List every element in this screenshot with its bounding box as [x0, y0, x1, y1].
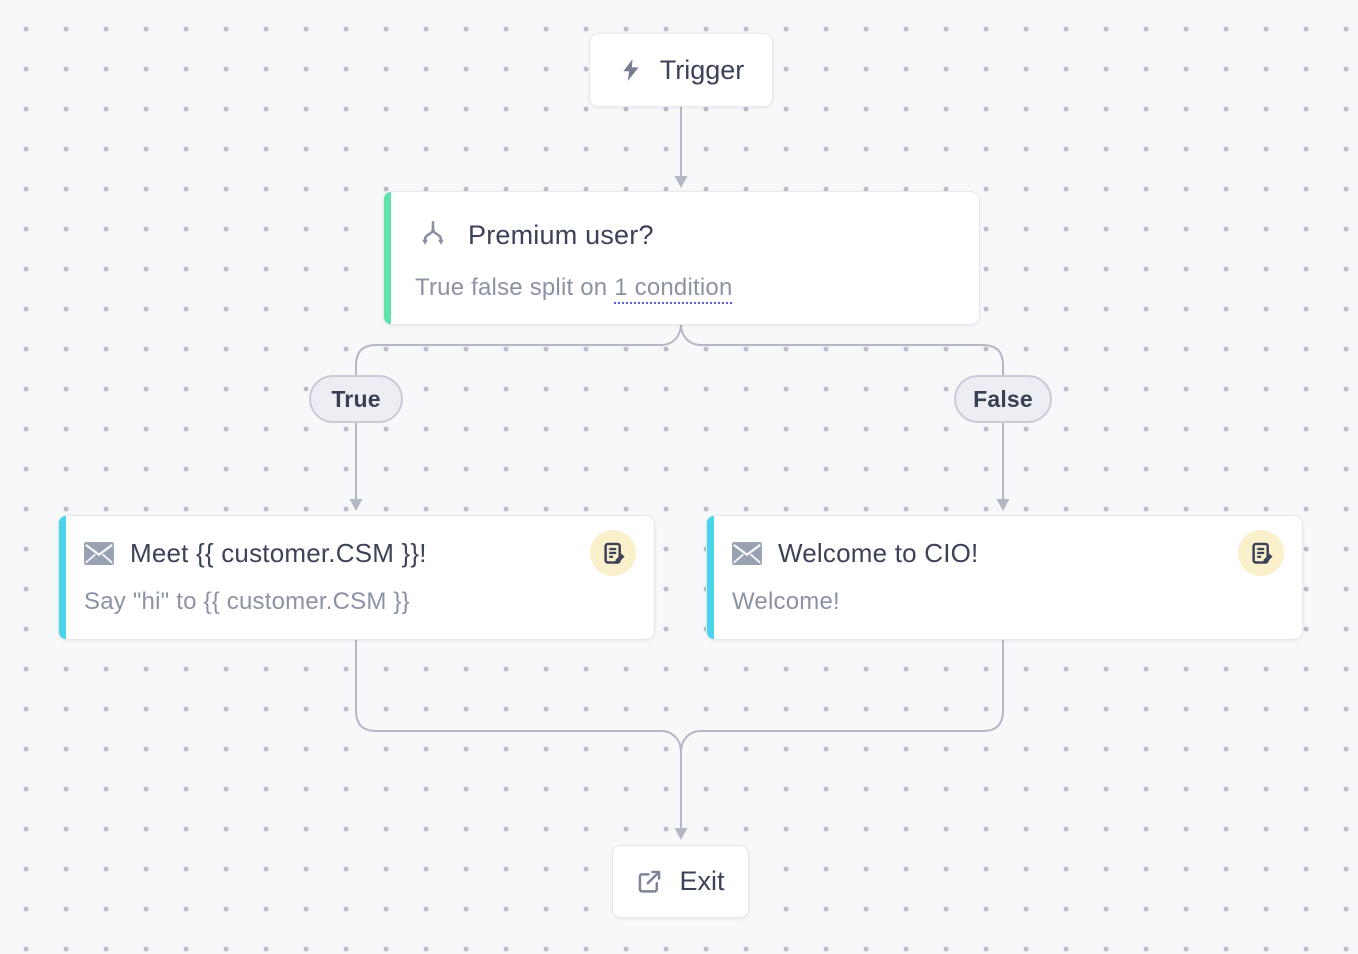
exit-node[interactable]: Exit — [612, 845, 749, 918]
connector-false-merge — [680, 640, 1004, 753]
branch-label-true: True — [309, 375, 403, 423]
email-node-true-branch[interactable]: Meet {{ customer.CSM }}! Say "hi" to {{ … — [58, 515, 655, 640]
email-subtitle: Say "hi" to {{ customer.CSM }} — [84, 588, 410, 615]
connector-split-true — [355, 323, 682, 376]
draft-note-icon — [600, 540, 627, 567]
split-description-prefix: True false split on — [415, 274, 615, 301]
branch-split-icon — [415, 217, 451, 253]
email-title: Meet {{ customer.CSM }}! — [130, 538, 427, 568]
arrowhead — [674, 828, 688, 840]
email-title: Welcome to CIO! — [778, 538, 979, 568]
draft-note-icon — [1248, 540, 1275, 567]
split-accent-bar — [384, 192, 391, 324]
split-node[interactable]: Premium user? True false split on 1 cond… — [383, 191, 980, 325]
exit-label: Exit — [679, 866, 725, 896]
email-node-false-branch[interactable]: Welcome to CIO! Welcome! — [706, 515, 1303, 640]
arrowhead — [996, 499, 1010, 511]
envelope-icon — [84, 542, 114, 565]
connector-split-false — [680, 323, 1004, 376]
connector-true-merge — [355, 640, 682, 753]
email-accent-bar — [59, 516, 66, 639]
split-node-description: True false split on 1 condition — [415, 274, 949, 302]
trigger-label: Trigger — [659, 54, 745, 85]
draft-status-badge[interactable] — [590, 530, 636, 576]
external-link-icon — [636, 868, 663, 895]
draft-status-badge[interactable] — [1238, 530, 1284, 576]
trigger-node[interactable]: Trigger — [589, 33, 773, 107]
lightning-icon — [618, 57, 644, 83]
condition-count-link[interactable]: 1 condition — [614, 274, 733, 301]
email-accent-bar — [707, 516, 714, 639]
envelope-icon — [732, 542, 762, 565]
arrowhead — [349, 499, 363, 511]
split-node-title: Premium user? — [468, 219, 654, 250]
arrowhead — [674, 176, 688, 188]
email-subtitle: Welcome! — [732, 588, 840, 615]
branch-label-false: False — [954, 375, 1052, 423]
